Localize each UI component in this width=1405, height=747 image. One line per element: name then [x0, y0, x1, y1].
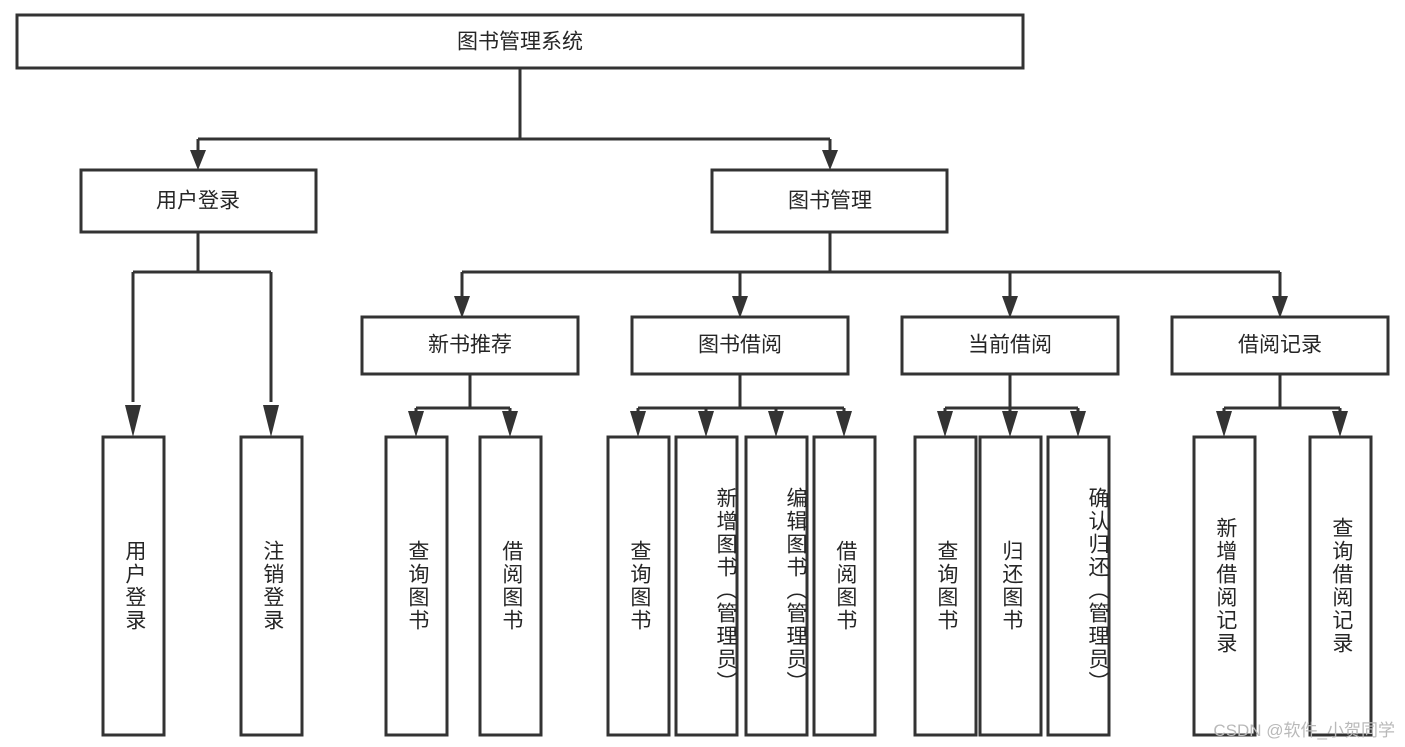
- arrow-head-leaf-return-book: [1002, 411, 1018, 437]
- node-leaf-user-login[interactable]: [101, 435, 166, 737]
- arrow-head-leaf-logout: [263, 405, 279, 437]
- node-user-login[interactable]: [79, 168, 318, 234]
- arrow-head-leaf-add-record: [1216, 411, 1232, 437]
- node-leaf-query-book-1[interactable]: [384, 435, 449, 737]
- arrow-head-leaf-confirm-return: [1070, 411, 1086, 437]
- node-root-label: 图书管理系统: [457, 31, 583, 54]
- node-leaf-query-book-2[interactable]: [606, 435, 671, 737]
- arrow-head-user-login: [190, 150, 206, 170]
- arrow-head-borrow-record: [1272, 296, 1288, 318]
- arrow-head-leaf-query-book-2: [630, 411, 646, 437]
- node-book-borrow-label: 图书借阅: [698, 334, 782, 357]
- arrow-head-new-book-recommend: [454, 296, 470, 318]
- arrow-head-leaf-user-login: [125, 405, 141, 437]
- node-leaf-query-record[interactable]: [1308, 435, 1373, 737]
- node-new-book-recommend-label: 新书推荐: [428, 334, 512, 357]
- node-borrow-record[interactable]: [1170, 315, 1390, 376]
- node-leaf-confirm-return[interactable]: [1046, 435, 1111, 737]
- node-leaf-borrow-book-2[interactable]: [812, 435, 877, 737]
- node-user-login-label: 用户登录: [156, 190, 240, 213]
- node-leaf-add-book[interactable]: [674, 435, 739, 737]
- connector-group: [125, 69, 1348, 437]
- node-leaf-query-book-3[interactable]: [913, 435, 978, 737]
- arrow-head-leaf-edit-book: [768, 411, 784, 437]
- node-book-management-label: 图书管理: [788, 190, 872, 213]
- node-current-borrow-label: 当前借阅: [968, 334, 1052, 357]
- node-book-management[interactable]: [710, 168, 949, 234]
- node-leaf-logout[interactable]: [239, 435, 304, 737]
- node-borrow-record-label: 借阅记录: [1238, 334, 1322, 357]
- arrow-head-leaf-query-record: [1332, 411, 1348, 437]
- arrow-head-leaf-borrow-book-1: [502, 411, 518, 437]
- node-leaf-edit-book[interactable]: [744, 435, 809, 737]
- node-new-book-recommend[interactable]: [360, 315, 580, 376]
- arrow-head-current-borrow: [1002, 296, 1018, 318]
- arrow-head-book-borrow: [732, 296, 748, 318]
- node-book-borrow[interactable]: [630, 315, 850, 376]
- csdn-watermark: CSDN @软件_小贺同学: [1213, 721, 1395, 740]
- arrow-head-leaf-borrow-book-2: [836, 411, 852, 437]
- node-leaf-add-record[interactable]: [1192, 435, 1257, 737]
- node-root[interactable]: [15, 13, 1025, 70]
- arrow-head-leaf-query-book-1: [408, 411, 424, 437]
- arrow-head-book-management: [822, 150, 838, 170]
- node-leaf-borrow-book-1[interactable]: [478, 435, 543, 737]
- node-leaf-return-book[interactable]: [978, 435, 1043, 737]
- arrow-head-leaf-add-book: [698, 411, 714, 437]
- node-group: 图书管理系统 用户登录 图书管理 新书推荐 图书借阅 当前借阅 借阅记录: [15, 13, 1390, 737]
- node-current-borrow[interactable]: [900, 315, 1120, 376]
- arrow-head-leaf-query-book-3: [937, 411, 953, 437]
